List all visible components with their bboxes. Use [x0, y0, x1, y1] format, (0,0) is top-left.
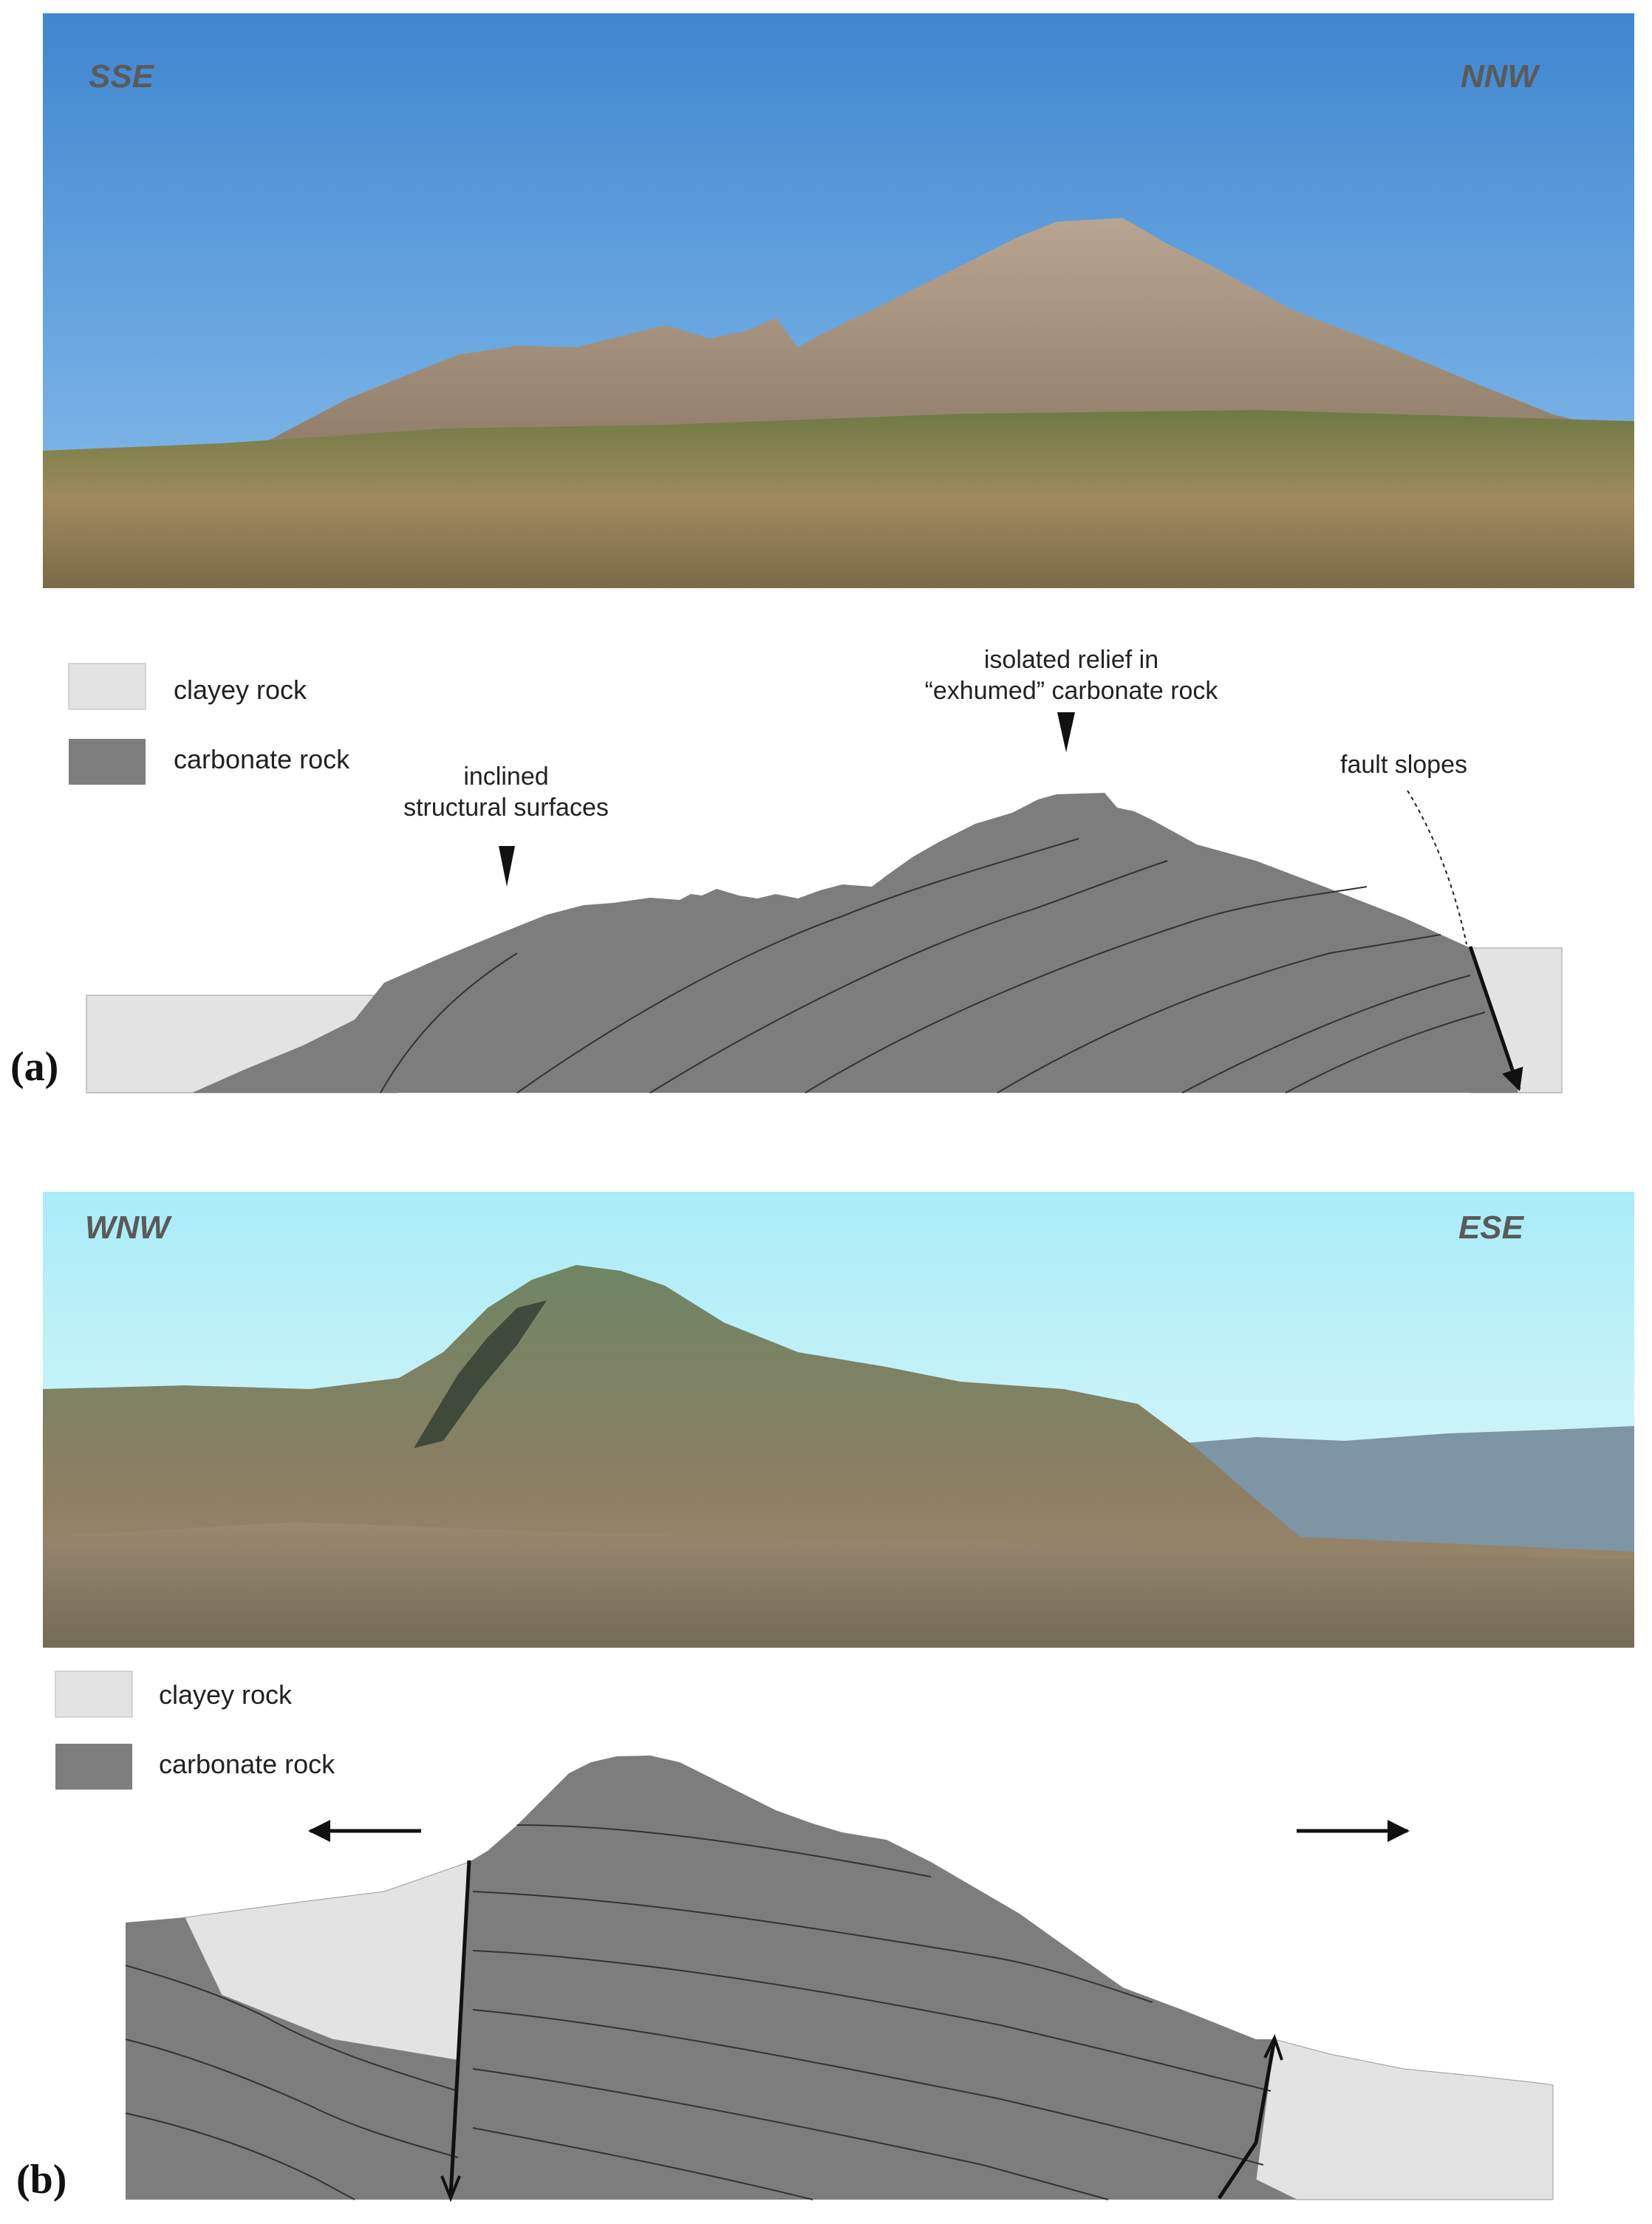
panel-b-direction-right: ESE — [1458, 1210, 1525, 1246]
isolated-relief-marker-icon — [1057, 712, 1075, 752]
legend-b-carbonate-swatch — [55, 1744, 132, 1790]
panel-b-fault-right — [1217, 2039, 1277, 2200]
legend-a-carbonate-label: carbonate rock — [174, 744, 350, 774]
inclined-surfaces-marker-icon — [499, 846, 515, 887]
panel-a-direction-left: SSE — [89, 58, 155, 95]
panel-a-label: (a) — [10, 1044, 58, 1090]
legend-b-carbonate-label: carbonate rock — [159, 1749, 335, 1779]
panel-b-photo: WNW ESE — [43, 1192, 1634, 1648]
legend-a-clay-label: clayey rock — [174, 675, 307, 705]
panel-b-section: (b) — [16, 1756, 1554, 2203]
panel-a-photo: SSE NNW — [43, 13, 1634, 588]
legend-a-carbonate-swatch — [69, 739, 146, 785]
legend-a-clay-swatch — [68, 663, 146, 710]
annot-inclined-line2: structural surfaces — [403, 794, 609, 822]
annot-inclined-line1: inclined — [463, 763, 548, 791]
panel-b-direction-left: WNW — [85, 1210, 172, 1246]
panel-b-label: (b) — [16, 2157, 66, 2203]
panel-b-bedding — [125, 1824, 1272, 2200]
annot-isolated-line2: “exhumed” carbonate rock — [925, 677, 1219, 705]
panel-a-mountain-ridge — [266, 218, 1634, 473]
panel-a-foreground — [43, 410, 1634, 588]
panel-a-fault-leader — [1407, 790, 1467, 945]
panel-b-valley — [43, 1522, 1634, 1648]
panel-a-fault — [1468, 946, 1523, 1091]
panel-b-clay-right — [1255, 2039, 1554, 2200]
panel-b-fault-left — [448, 1860, 471, 2197]
panel-a-legend: clayey rock carbonate rock — [68, 663, 350, 785]
panel-b-carbonate-main — [451, 1756, 1297, 2200]
panel-a-carbonate-body — [192, 793, 1518, 1093]
panel-b-dark-slope — [414, 1300, 547, 1448]
panel-b-fault-left-arrowhead-icon — [440, 2175, 461, 2203]
panel-a-section: inclined structural surfaces isolated re… — [10, 646, 1563, 1094]
annot-fault: fault slopes — [1340, 751, 1467, 779]
annot-isolated-line1: isolated relief in — [984, 646, 1158, 674]
legend-b-clay-swatch — [55, 1671, 133, 1718]
panel-a-bedding — [380, 838, 1486, 1094]
panel-b-legend: clayey rock carbonate rock — [55, 1671, 335, 1790]
panel-a-direction-right: NNW — [1461, 58, 1541, 95]
panel-b-carbonate-left — [126, 1917, 465, 2200]
legend-b-clay-label: clayey rock — [159, 1679, 293, 1710]
panel-b-fault-right-arrowhead-icon — [1263, 2033, 1283, 2061]
